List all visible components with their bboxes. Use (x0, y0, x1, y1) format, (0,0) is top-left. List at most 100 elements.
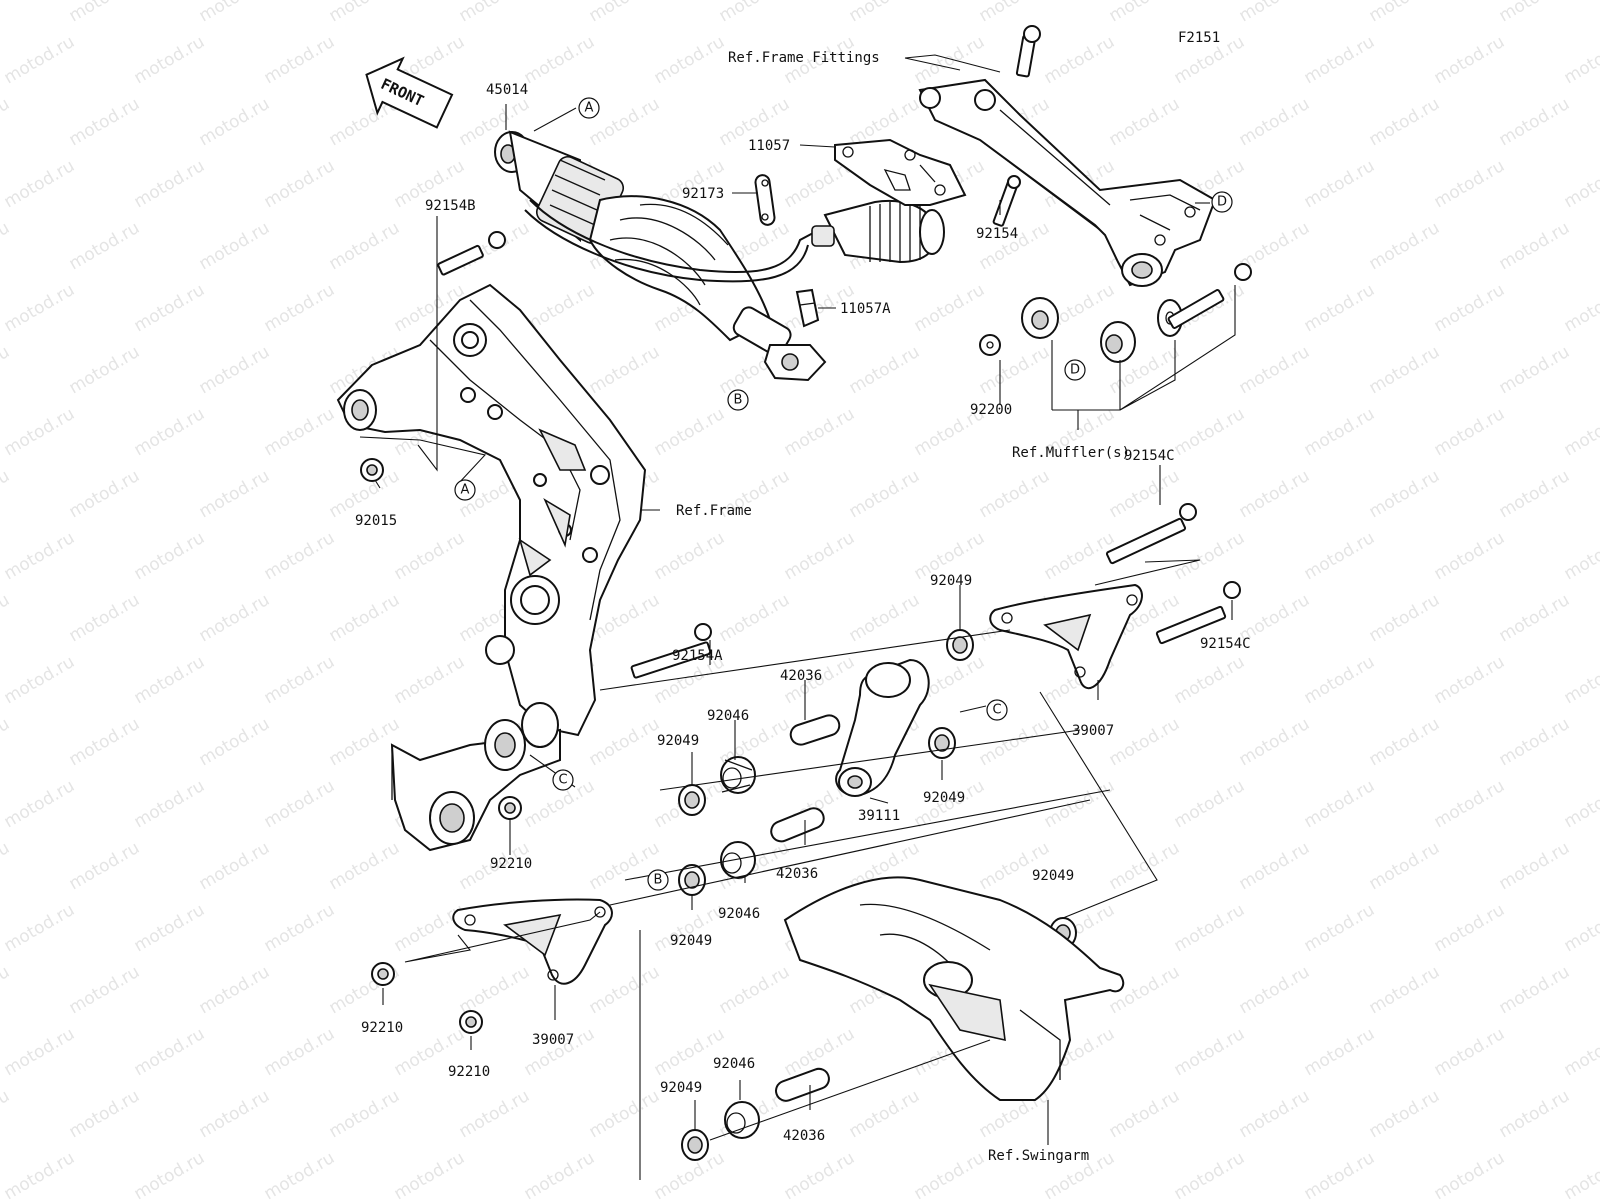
watermark-text: motod.ru (196, 1086, 274, 1142)
marker-a-upper: A (578, 97, 600, 119)
watermark-text: motod.ru (0, 0, 13, 26)
watermark-text: motod.ru (521, 1148, 599, 1200)
marker-a-lower: A (454, 479, 476, 501)
label-92049-f: 92049 (660, 1080, 702, 1096)
watermark-text: motod.ru (0, 94, 13, 150)
watermark-text: motod.ru (651, 528, 729, 584)
watermark-text: motod.ru (586, 962, 664, 1018)
watermark-text: motod.ru (1301, 528, 1379, 584)
watermark-text: motod.ru (131, 652, 209, 708)
bolt-92154A-drawing (630, 623, 712, 679)
watermark-text: motod.ru (66, 466, 144, 522)
svg-text:C: C (558, 773, 567, 788)
watermark-text: motod.ru (1561, 156, 1600, 212)
muffler-mount-parts-drawing (979, 263, 1252, 363)
label-92046-upper: 92046 (707, 708, 749, 724)
watermark-text: motod.ru (1496, 714, 1574, 770)
clamp-11057A-drawing (795, 288, 820, 328)
watermark-text: motod.ru (1561, 1148, 1600, 1200)
watermark-text: motod.ru (261, 900, 339, 956)
front-arrow-icon: FRONT (365, 56, 454, 129)
watermark-text: motod.ru (651, 32, 729, 88)
label-ref-swingarm: Ref.Swingarm (988, 1148, 1089, 1164)
watermark-text: motod.ru (1496, 1086, 1574, 1142)
svg-text:B: B (654, 873, 663, 888)
watermark-text: motod.ru (1236, 838, 1314, 894)
label-92173: 92173 (682, 186, 724, 202)
watermark-text: motod.ru (1366, 94, 1444, 150)
watermark-text: motod.ru (391, 1148, 469, 1200)
watermark-text: motod.ru (1041, 528, 1119, 584)
watermark-text: motod.ru (1496, 962, 1574, 1018)
rear-shock-absorber-drawing (494, 130, 945, 382)
watermark-text: motod.ru (1, 1024, 79, 1080)
watermark-text: motod.ru (1496, 0, 1574, 26)
watermark-text: motod.ru (1366, 1086, 1444, 1142)
watermark-text: motod.ru (0, 838, 13, 894)
watermark-text: motod.ru (66, 590, 144, 646)
collar-42036-upper-drawing (789, 714, 841, 746)
label-92015: 92015 (355, 513, 397, 529)
label-45014: 45014 (486, 82, 528, 98)
watermark-text: motod.ru (326, 838, 404, 894)
watermark-text: motod.ru (391, 528, 469, 584)
watermark-text: motod.ru (0, 714, 13, 770)
watermark-text: motod.ru (1, 1148, 79, 1200)
svg-text:C: C (992, 703, 1001, 718)
watermark-text: motod.ru (1, 900, 79, 956)
watermark-text: motod.ru (846, 342, 924, 398)
label-92049-b: 92049 (657, 733, 699, 749)
watermark-text: motod.ru (131, 1024, 209, 1080)
svg-text:A: A (461, 483, 470, 498)
watermark-text: motod.ru (1171, 404, 1249, 460)
watermark-text: motod.ru (781, 1148, 859, 1200)
watermark-text: motod.ru (1, 528, 79, 584)
bearing-92046-lower-drawing (724, 1101, 760, 1139)
watermark-text: motod.ru (1366, 0, 1444, 26)
watermark-text: motod.ru (261, 652, 339, 708)
watermark-text: motod.ru (1301, 404, 1379, 460)
label-92200: 92200 (970, 402, 1012, 418)
watermark-text: motod.ru (976, 714, 1054, 770)
watermark-text: motod.ru (196, 94, 274, 150)
watermark-text: motod.ru (261, 280, 339, 336)
watermark-text: motod.ru (1, 32, 79, 88)
watermark-text: motod.ru (846, 0, 924, 26)
watermark-text: motod.ru (1301, 32, 1379, 88)
watermark-text: motod.ru (1, 404, 79, 460)
watermark-text: motod.ru (66, 342, 144, 398)
svg-text:A: A (585, 101, 594, 116)
watermark-text: motod.ru (1236, 962, 1314, 1018)
watermark-text: motod.ru (911, 1148, 989, 1200)
watermark-text: motod.ru (0, 218, 13, 274)
watermark-text: motod.ru (781, 528, 859, 584)
watermark-text: motod.ru (1366, 838, 1444, 894)
watermark-text: motod.ru (1431, 652, 1509, 708)
watermark-text: motod.ru (66, 94, 144, 150)
watermark-text: motod.ru (1171, 1148, 1249, 1200)
watermark-text: motod.ru (131, 404, 209, 460)
watermark-text: motod.ru (1431, 776, 1509, 832)
watermark-text: motod.ru (846, 590, 924, 646)
watermark-text: motod.ru (716, 962, 794, 1018)
watermark-text: motod.ru (1496, 590, 1574, 646)
watermark-text: motod.ru (1561, 900, 1600, 956)
watermark-text: motod.ru (131, 776, 209, 832)
watermark-text: motod.ru (1496, 94, 1574, 150)
watermark-text: motod.ru (1, 156, 79, 212)
label-92049-a: 92049 (930, 573, 972, 589)
frame-pivot-drawing (390, 702, 561, 852)
label-ref-frame: Ref.Frame (676, 503, 752, 519)
watermark-text: motod.ru (846, 1086, 924, 1142)
watermark-text: motod.ru (1366, 342, 1444, 398)
watermark-text: motod.ru (586, 0, 664, 26)
watermark-text: motod.ru (1106, 466, 1184, 522)
watermark-text: motod.ru (261, 404, 339, 460)
watermark-text: motod.ru (261, 776, 339, 832)
watermark-text: motod.ru (1106, 94, 1184, 150)
watermark-text: motod.ru (586, 714, 664, 770)
label-11057A: 11057A (840, 301, 891, 317)
marker-c-upper: C (986, 699, 1008, 721)
